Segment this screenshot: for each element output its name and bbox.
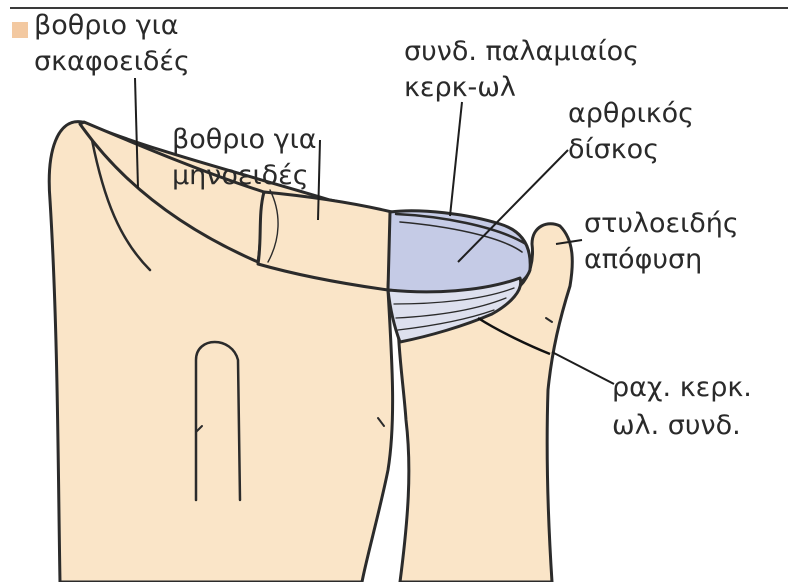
label-lunate-fossa-1: βοθριο για [172,122,317,158]
corner-mark [12,22,28,38]
label-articular-disc-2: δίσκος [568,132,659,168]
label-palmar-ligament-1: συνδ. παλαμιαίος [404,34,639,70]
label-dorsal-ligament-2: ωλ. συνδ. [612,408,741,444]
label-articular-disc-1: αρθρικός [568,96,694,132]
leader-palmar-ligament [450,102,462,216]
label-styloid-process-2: απόφυση [584,242,702,278]
label-scaphoid-fossa-1: βοθριο για [34,8,179,44]
label-palmar-ligament-2: κερκ-ωλ [404,70,516,106]
label-dorsal-ligament-1: ραχ. κερκ. [612,370,752,406]
label-lunate-fossa-2: μηνοειδές [172,158,309,194]
label-scaphoid-fossa-2: σκαφοειδές [34,44,190,80]
label-styloid-process-1: στυλοειδής [584,206,739,242]
leader-dorsal-ligament-end [552,352,614,384]
